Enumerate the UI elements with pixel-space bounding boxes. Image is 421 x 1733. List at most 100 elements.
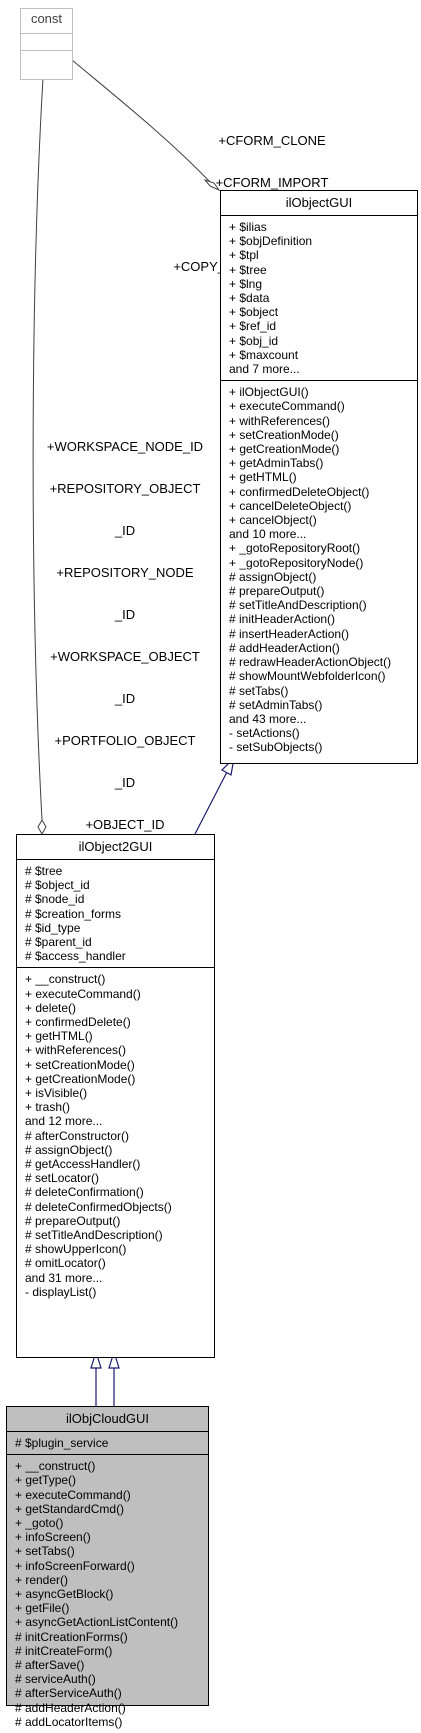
class-attribute: # $parent_id (25, 935, 92, 950)
class-attribute: + $tree (229, 262, 267, 277)
class-attribute: + $tpl (229, 248, 259, 263)
edge-label-line: _ID (114, 607, 136, 622)
class-method: # serviceAuth() (15, 1672, 96, 1687)
class-method: + setCreationMode() (229, 427, 339, 442)
class-method: + _gotoRepositoryNode() (229, 555, 364, 570)
class-method: # insertHeaderAction() (229, 626, 350, 641)
class-method: + setTabs() (15, 1544, 75, 1559)
class-method: + render() (15, 1572, 69, 1587)
edge-const-ilObject2GUI (32, 77, 44, 821)
edge-ilObject2GUI-ilObjectGUI (194, 769, 229, 835)
edge-const-ilObjectGUI (71, 59, 213, 185)
class-method: # initHeaderAction() (229, 612, 336, 627)
class-attribute: + $ref_id (229, 319, 277, 334)
class-method: + confirmedDelete() (25, 1015, 131, 1030)
class-method: # assignObject() (25, 1142, 113, 1157)
edge-label-line: +REPOSITORY_NODE (56, 565, 194, 580)
edge-label-line: +CFORM_CLONE (218, 133, 326, 148)
class-box-ilObjectGUI[interactable]: ilObjectGUI + $ilias+ $objDefinition+ $t… (220, 190, 418, 764)
class-method: - setActions() (229, 726, 300, 741)
class-title: ilObject2GUI (78, 839, 153, 854)
class-box-ilObjCloudGUI[interactable]: ilObjCloudGUI # $plugin_service + __cons… (6, 1406, 209, 1729)
class-attribute: + $object (229, 305, 279, 320)
class-method: + ilObjectGUI() (229, 385, 309, 400)
class-method: # initCreateForm() (15, 1643, 113, 1658)
class-attribute: + $lng (229, 276, 263, 291)
edge-label-line: _ID (114, 691, 136, 706)
class-method: # setTitleAndDescription() (229, 598, 367, 613)
class-title: ilObjCloudGUI (65, 1411, 150, 1426)
class-attribute: + $data (229, 291, 270, 306)
class-method: # setTitleAndDescription() (25, 1228, 163, 1243)
class-method: - setSubObjects() (229, 740, 323, 755)
class-attribute: + $maxcount (229, 347, 299, 362)
class-method: + executeCommand() (25, 986, 141, 1001)
class-method: and 31 more... (25, 1270, 103, 1285)
class-method: + isVisible() (25, 1086, 88, 1101)
class-attribute: # $plugin_service (15, 1436, 109, 1450)
arrow-ilObject2GUI-b (108, 1349, 120, 1369)
edge-label-const-ilObject2GUI: +WORKSPACE_NODE_ID +REPOSITORY_OBJECT _I… (30, 412, 220, 846)
class-method: # afterSave() (15, 1658, 85, 1673)
class-attribute: + $ilias (229, 220, 267, 234)
class-method: # addLocatorItems() (15, 1714, 123, 1729)
class-method: - displayList() (25, 1284, 97, 1299)
class-method: + executeCommand() (15, 1487, 131, 1502)
class-attribute: and 7 more... (229, 362, 300, 377)
class-method: + getAdminTabs() (229, 456, 324, 471)
edge-label-line: _ID (114, 523, 136, 538)
class-methods: + ilObjectGUI()+ executeCommand()+ withR… (221, 380, 417, 758)
class-method: + _gotoRepositoryRoot() (229, 541, 361, 556)
class-method: # afterConstructor() (25, 1128, 130, 1143)
edge-label-line: _ID (114, 775, 136, 790)
class-method: + getHTML() (229, 470, 297, 485)
edge-label-line: +PORTFOLIO_OBJECT (54, 733, 196, 748)
class-attribute: # $node_id (25, 892, 85, 907)
class-attributes: # $tree# $object_id# $node_id# $creation… (17, 859, 214, 967)
edge-label-line: +WORKSPACE_OBJECT (50, 649, 200, 664)
class-title: const (30, 11, 63, 26)
class-methods (21, 50, 72, 69)
class-box-ilObject2GUI[interactable]: ilObject2GUI # $tree# $object_id# $node_… (16, 834, 215, 1358)
class-method: # afterServiceAuth() (15, 1686, 122, 1701)
class-method: and 12 more... (25, 1114, 103, 1129)
class-method: + confirmedDeleteObject() (229, 484, 370, 499)
class-method: + delete() (25, 1000, 77, 1015)
class-method: + withReferences() (229, 413, 331, 428)
class-methods: + __construct()+ getType()+ executeComma… (7, 1454, 208, 1733)
arrow-ilObject2GUI-a (90, 1349, 102, 1369)
class-attribute: # $id_type (25, 920, 81, 935)
class-method: + getCreationMode() (25, 1071, 136, 1086)
class-method: + getType() (15, 1473, 77, 1488)
class-method: + infoScreen() (15, 1530, 91, 1545)
class-method: # prepareOutput() (25, 1213, 121, 1228)
class-box-const[interactable]: const (20, 8, 73, 80)
class-method: # showUpperIcon() (25, 1242, 127, 1257)
class-method: and 43 more... (229, 711, 307, 726)
edge-label-line: +WORKSPACE_NODE_ID (46, 439, 204, 454)
class-attribute: # $access_handler (25, 949, 126, 964)
diamond-ilObject2GUI (37, 818, 47, 836)
class-method: + getCreationMode() (229, 442, 340, 457)
class-attributes: # $plugin_service (7, 1431, 208, 1454)
class-method: # omitLocator() (25, 1256, 106, 1271)
class-method: + getStandardCmd() (15, 1501, 125, 1516)
class-method: + asyncGetBlock() (15, 1587, 114, 1602)
class-method: # showMountWebfolderIcon() (229, 669, 386, 684)
class-method: + asyncGetActionListContent() (15, 1615, 179, 1630)
class-method: + trash() (25, 1100, 71, 1115)
class-method: # setLocator() (25, 1171, 100, 1186)
class-method: # deleteConfirmedObjects() (25, 1199, 172, 1214)
class-methods: + __construct()+ executeCommand()+ delet… (17, 967, 214, 1303)
class-method: # assignObject() (229, 569, 317, 584)
class-attribute: # $object_id (25, 878, 90, 893)
diamond-ilObjectGUI (203, 178, 221, 192)
edge-label-line: +CFORM_IMPORT (215, 175, 329, 190)
class-attributes: + $ilias+ $objDefinition+ $tpl+ $tree+ $… (221, 215, 417, 380)
edge-label-line: +OBJECT_ID (85, 817, 165, 832)
class-method: + infoScreenForward() (15, 1558, 135, 1573)
class-attribute: + $obj_id (229, 333, 279, 348)
class-method: # deleteConfirmation() (25, 1185, 144, 1200)
class-method: + cancelObject() (229, 513, 317, 528)
